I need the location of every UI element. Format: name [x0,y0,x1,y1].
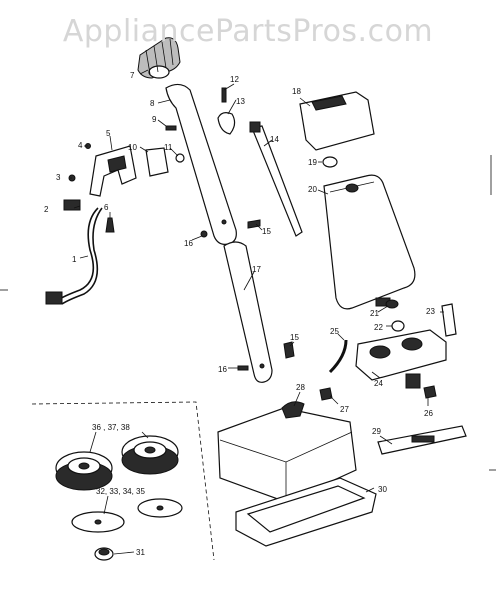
brush-group-outline [31,401,215,561]
small-plate [145,147,169,177]
hose [328,339,348,374]
side-plate [441,303,457,337]
part-label-10: 10 [128,143,137,152]
part-label-7: 7 [130,71,135,80]
handle-grip [137,37,181,79]
tank-lid [299,91,375,151]
part-label-15a: 15 [262,227,271,236]
part-label-5: 5 [106,129,111,138]
part-label-23: 23 [426,307,435,316]
power-cord [45,207,103,305]
base-tray [235,477,377,547]
part-label-18: 18 [292,87,301,96]
part-label-4: 4 [78,141,83,150]
part-label-36-38: 36 , 37, 38 [92,423,130,432]
switch-parts [63,143,115,233]
brush-right [121,435,179,475]
part-label-22: 22 [374,323,383,332]
part-label-20: 20 [308,185,317,194]
part-label-17: 17 [252,265,261,274]
upper-handle-tube [165,83,237,245]
part-label-9: 9 [152,115,157,124]
solution-tank [323,174,416,310]
part-label-24: 24 [374,379,383,388]
handle-rod [249,121,303,237]
part-label-2: 2 [44,205,49,214]
part-label-32-35: 32, 33, 34, 35 [96,487,145,496]
lower-handle-tube [223,241,273,383]
part-label-8: 8 [150,99,155,108]
part-label-16a: 16 [184,239,193,248]
part-label-6: 6 [104,203,109,212]
part-label-26: 26 [424,409,433,418]
part-label-29: 29 [372,427,381,436]
part-label-11: 11 [164,143,173,152]
mounting-bracket [89,145,137,197]
part-label-14: 14 [270,135,279,144]
small-fasteners [165,125,295,371]
screw-and-clip [217,87,236,135]
part-label-16b: 16 [218,365,227,374]
valves [385,299,405,332]
main-housing [217,401,357,503]
part-label-3: 3 [56,173,61,182]
part-label-31: 31 [136,548,145,557]
bumper-bar [377,425,467,455]
pads [71,498,183,533]
leader-lines [70,69,444,555]
part-label-15b: 15 [290,333,299,342]
part-label-25: 25 [330,327,339,336]
cap [322,156,338,168]
brush-left [55,451,113,491]
clutch [94,547,114,561]
part-label-30: 30 [378,485,387,494]
part-labels: 1 2 3 4 5 6 7 8 9 10 11 12 13 14 15 15 1… [44,71,435,557]
part-label-13: 13 [236,97,245,106]
part-label-1: 1 [72,255,77,264]
pump-assembly [355,329,447,389]
fasteners-right [319,385,437,401]
part-label-19: 19 [308,158,317,167]
part-label-12: 12 [230,75,239,84]
part-label-27: 27 [340,405,349,414]
part-label-21: 21 [370,309,379,318]
part-label-28: 28 [296,383,305,392]
